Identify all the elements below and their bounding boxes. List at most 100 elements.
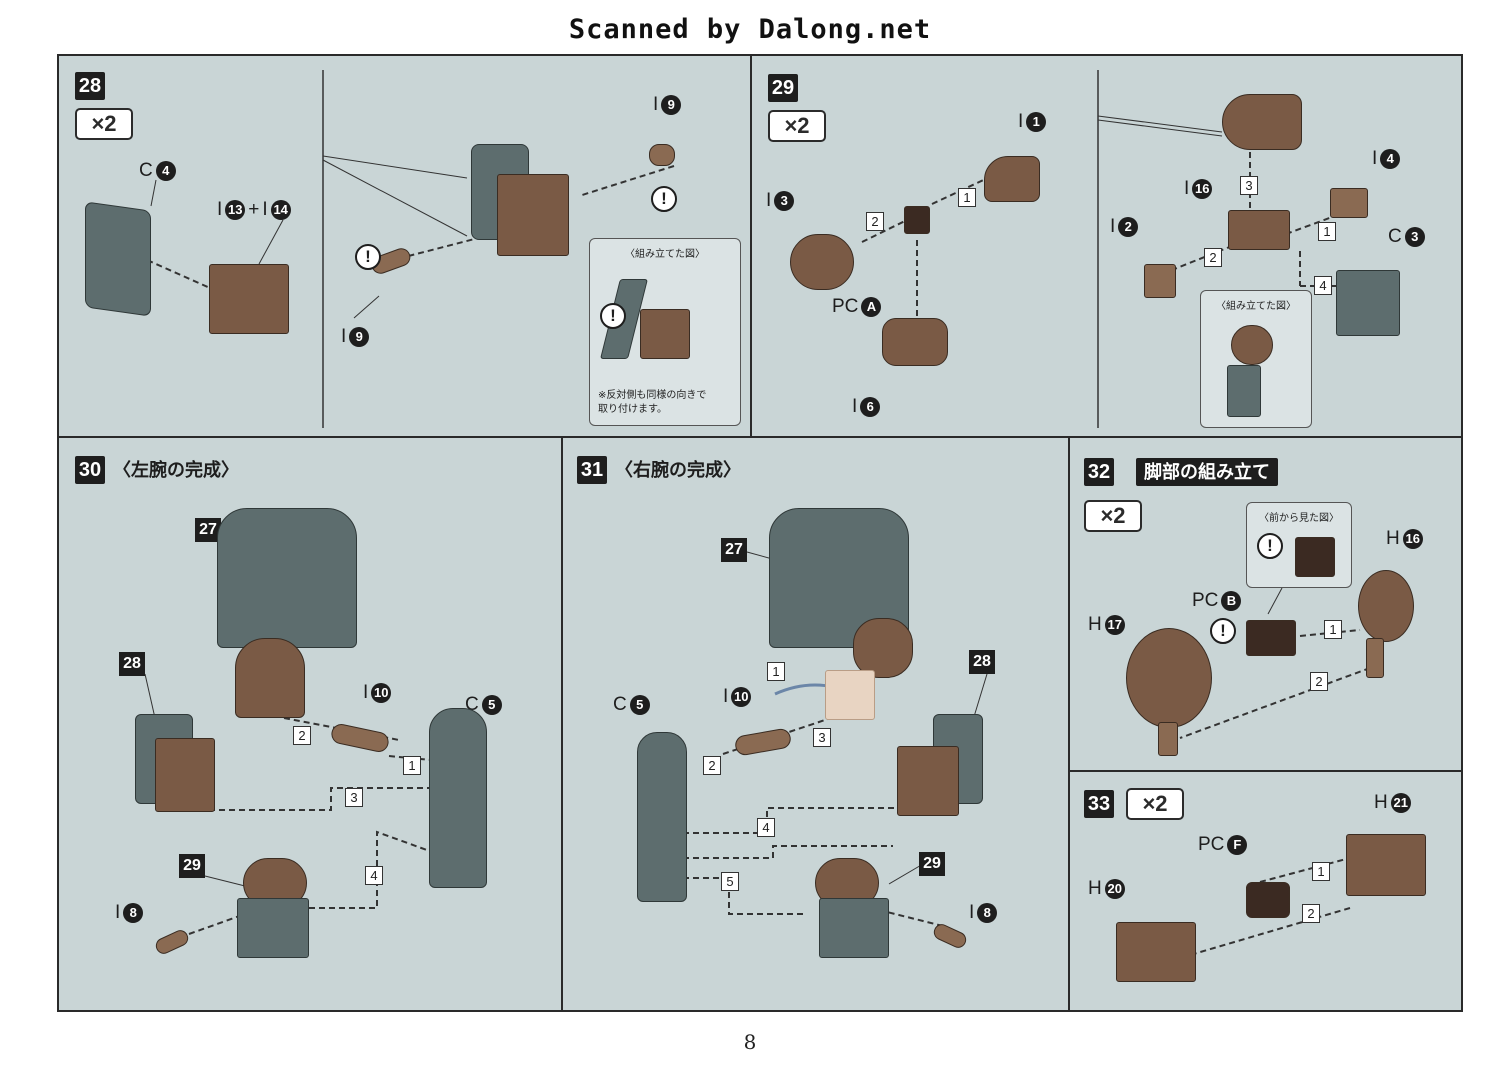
part-29-hand: [819, 898, 889, 958]
assembly-arrows: [683, 551, 988, 927]
step-marker-1: 1: [1324, 620, 1342, 639]
step-marker-4: 4: [757, 818, 775, 837]
inset-title: 〈組み立てた図〉: [625, 249, 705, 260]
step-title: 〈右腕の完成〉: [615, 460, 741, 480]
caution-icon: !: [1210, 618, 1236, 644]
part-pc-f-ring: [1246, 882, 1290, 918]
divider-and-leaders: [861, 70, 1363, 428]
part-h17-peg: [1158, 722, 1178, 756]
assembled-view-inset: 〈組み立てた図〉: [1200, 290, 1312, 428]
ref-step-27: 27: [721, 538, 747, 562]
part-29-hand: [237, 898, 309, 958]
step-marker-3: 3: [1240, 176, 1258, 195]
part-c4-frame: [85, 201, 151, 317]
page-number: 8: [743, 1030, 757, 1054]
part-h16-knee-disc: [1358, 570, 1414, 642]
step-marker-2: 2: [1204, 248, 1222, 267]
step-marker-2: 2: [1310, 672, 1328, 691]
part-pc-b-joint: [1246, 620, 1296, 656]
ref-step-29: 29: [179, 854, 205, 878]
step-marker-3: 3: [345, 788, 363, 807]
step-marker-1: 1: [767, 662, 785, 681]
inset-title: 〈組み立てた図〉: [1216, 301, 1296, 312]
step-marker-1: 1: [958, 188, 976, 207]
caution-icon: !: [651, 186, 677, 212]
part-i4-clip: [1330, 188, 1368, 218]
step-marker-3: 3: [813, 728, 831, 747]
part-27-shoulder-armor: [217, 508, 357, 648]
caution-icon: !: [355, 244, 381, 270]
part-h16-peg: [1366, 638, 1384, 678]
divider-and-leaders: [128, 70, 675, 428]
step-marker-2: 2: [293, 726, 311, 745]
step-number: 29: [768, 74, 798, 102]
part-28-elbow-block: [155, 738, 215, 812]
part-i16-housing: [1228, 210, 1290, 250]
step-marker-2: 2: [866, 212, 884, 231]
inset-title: 〈前から見た図〉: [1259, 513, 1339, 524]
part-i1-shoulder: [984, 156, 1040, 202]
times-two-badge: ×2: [1126, 788, 1184, 820]
step-number: 31: [577, 456, 607, 484]
step-number: 28: [75, 72, 105, 100]
step-title: 〈左腕の完成〉: [113, 460, 239, 480]
part-i6-base: [882, 318, 948, 366]
part-assembled-block: [497, 174, 569, 256]
step-marker-5: 5: [721, 872, 739, 891]
step-marker-4: 4: [1314, 276, 1332, 295]
step-marker-2: 2: [1302, 904, 1320, 923]
part-28-elbow-block: [897, 746, 959, 816]
times-two-badge: ×2: [768, 110, 826, 142]
step-marker-1: 1: [403, 756, 421, 775]
part-h17-knee-disc: [1126, 628, 1212, 728]
part-c3-cover: [1336, 270, 1400, 336]
part-27-ghost-joint: [825, 670, 875, 720]
inset-block: [640, 309, 690, 359]
part-i3-cap: [790, 234, 854, 290]
ref-step-29: 29: [919, 852, 945, 876]
step-title: 脚部の組み立て: [1136, 458, 1278, 486]
times-two-badge: ×2: [75, 108, 133, 140]
step-marker-4: 4: [365, 866, 383, 885]
watermark: Scanned by Dalong.net: [568, 14, 932, 45]
caution-icon: !: [600, 303, 626, 329]
part-pc-a-joint: [904, 206, 930, 234]
inset-cover: [1227, 365, 1261, 417]
step-marker-1: 1: [1312, 862, 1330, 881]
part-assembled-joint: [1222, 94, 1302, 150]
front-view-inset: 〈前から見た図〉 !: [1246, 502, 1352, 588]
assembly-note: ※反対側も同様の向きで 取り付けます。: [598, 390, 707, 415]
part-27-upper-arm: [235, 638, 305, 718]
part-c5-forearm-cover: [637, 732, 687, 902]
part-i13-i14-block: [209, 264, 289, 334]
part-27-upper-arm: [853, 618, 913, 678]
step-marker-2: 2: [703, 756, 721, 775]
part-i9-top-peg: [649, 144, 675, 166]
step-number: 33: [1084, 790, 1114, 818]
ref-step-28: 28: [969, 650, 995, 674]
part-i2-clip: [1144, 264, 1176, 298]
